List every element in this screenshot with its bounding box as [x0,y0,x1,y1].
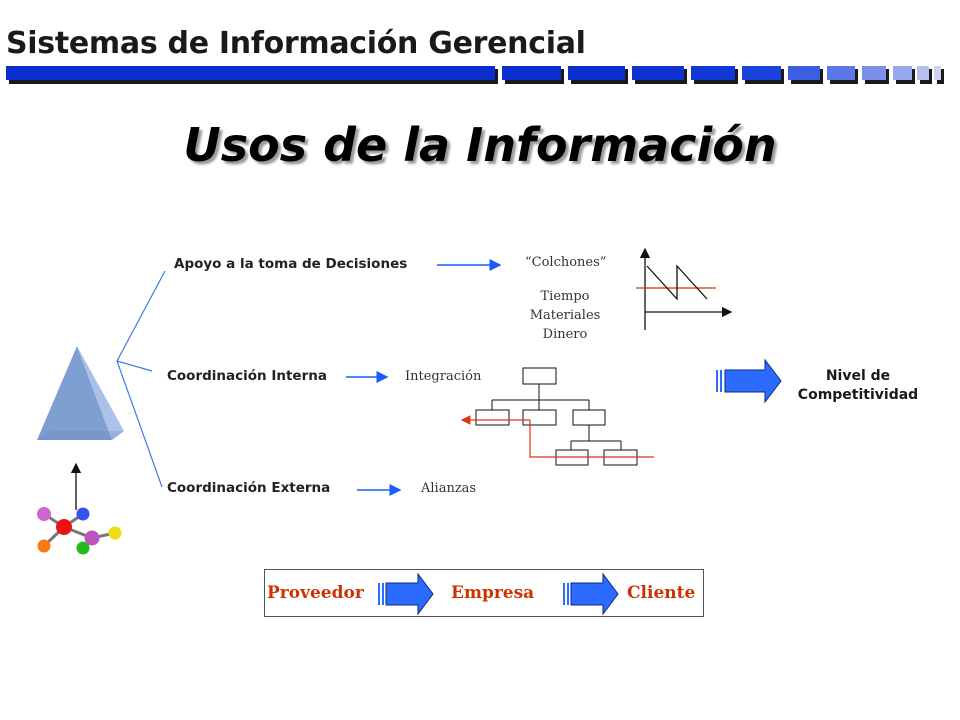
branch-externa: Coordinación Externa [167,480,331,496]
header-title: Sistemas de Información Gerencial [6,26,586,61]
branch-decisiones: Apoyo a la toma de Decisiones [174,256,408,272]
recursos-list: Tiempo Materiales Dinero [505,287,625,344]
branch-lines [116,270,166,488]
chain-arrow-2 [563,572,619,616]
chain-empresa: Empresa [451,583,535,603]
integration-line [460,415,654,458]
slide-title: Usos de la Información [183,118,777,172]
org-chart [475,367,638,466]
recurso-dinero: Dinero [542,327,588,342]
sawtooth-chart [636,247,733,330]
competitividad-label: Nivel de Competitividad [768,367,948,405]
header-segmented-bar [6,66,944,84]
competitividad-line2: Competitividad [797,387,919,403]
chain-arrow-1 [378,572,434,616]
recurso-materiales: Materiales [529,308,601,323]
integracion-label: Integración [405,369,482,384]
block-arrow-right [716,358,782,404]
supply-chain-box [264,569,704,617]
alianzas-label: Alianzas [421,481,477,496]
chain-cliente: Cliente [627,583,696,603]
molecule-icon [37,507,122,555]
branch-interna: Coordinación Interna [167,368,327,384]
pyramid-icon [37,346,124,440]
colchones-label: “Colchones” [525,255,607,270]
chain-proveedor: Proveedor [267,583,364,603]
competitividad-line1: Nivel de [825,368,891,384]
recurso-tiempo: Tiempo [540,289,590,304]
